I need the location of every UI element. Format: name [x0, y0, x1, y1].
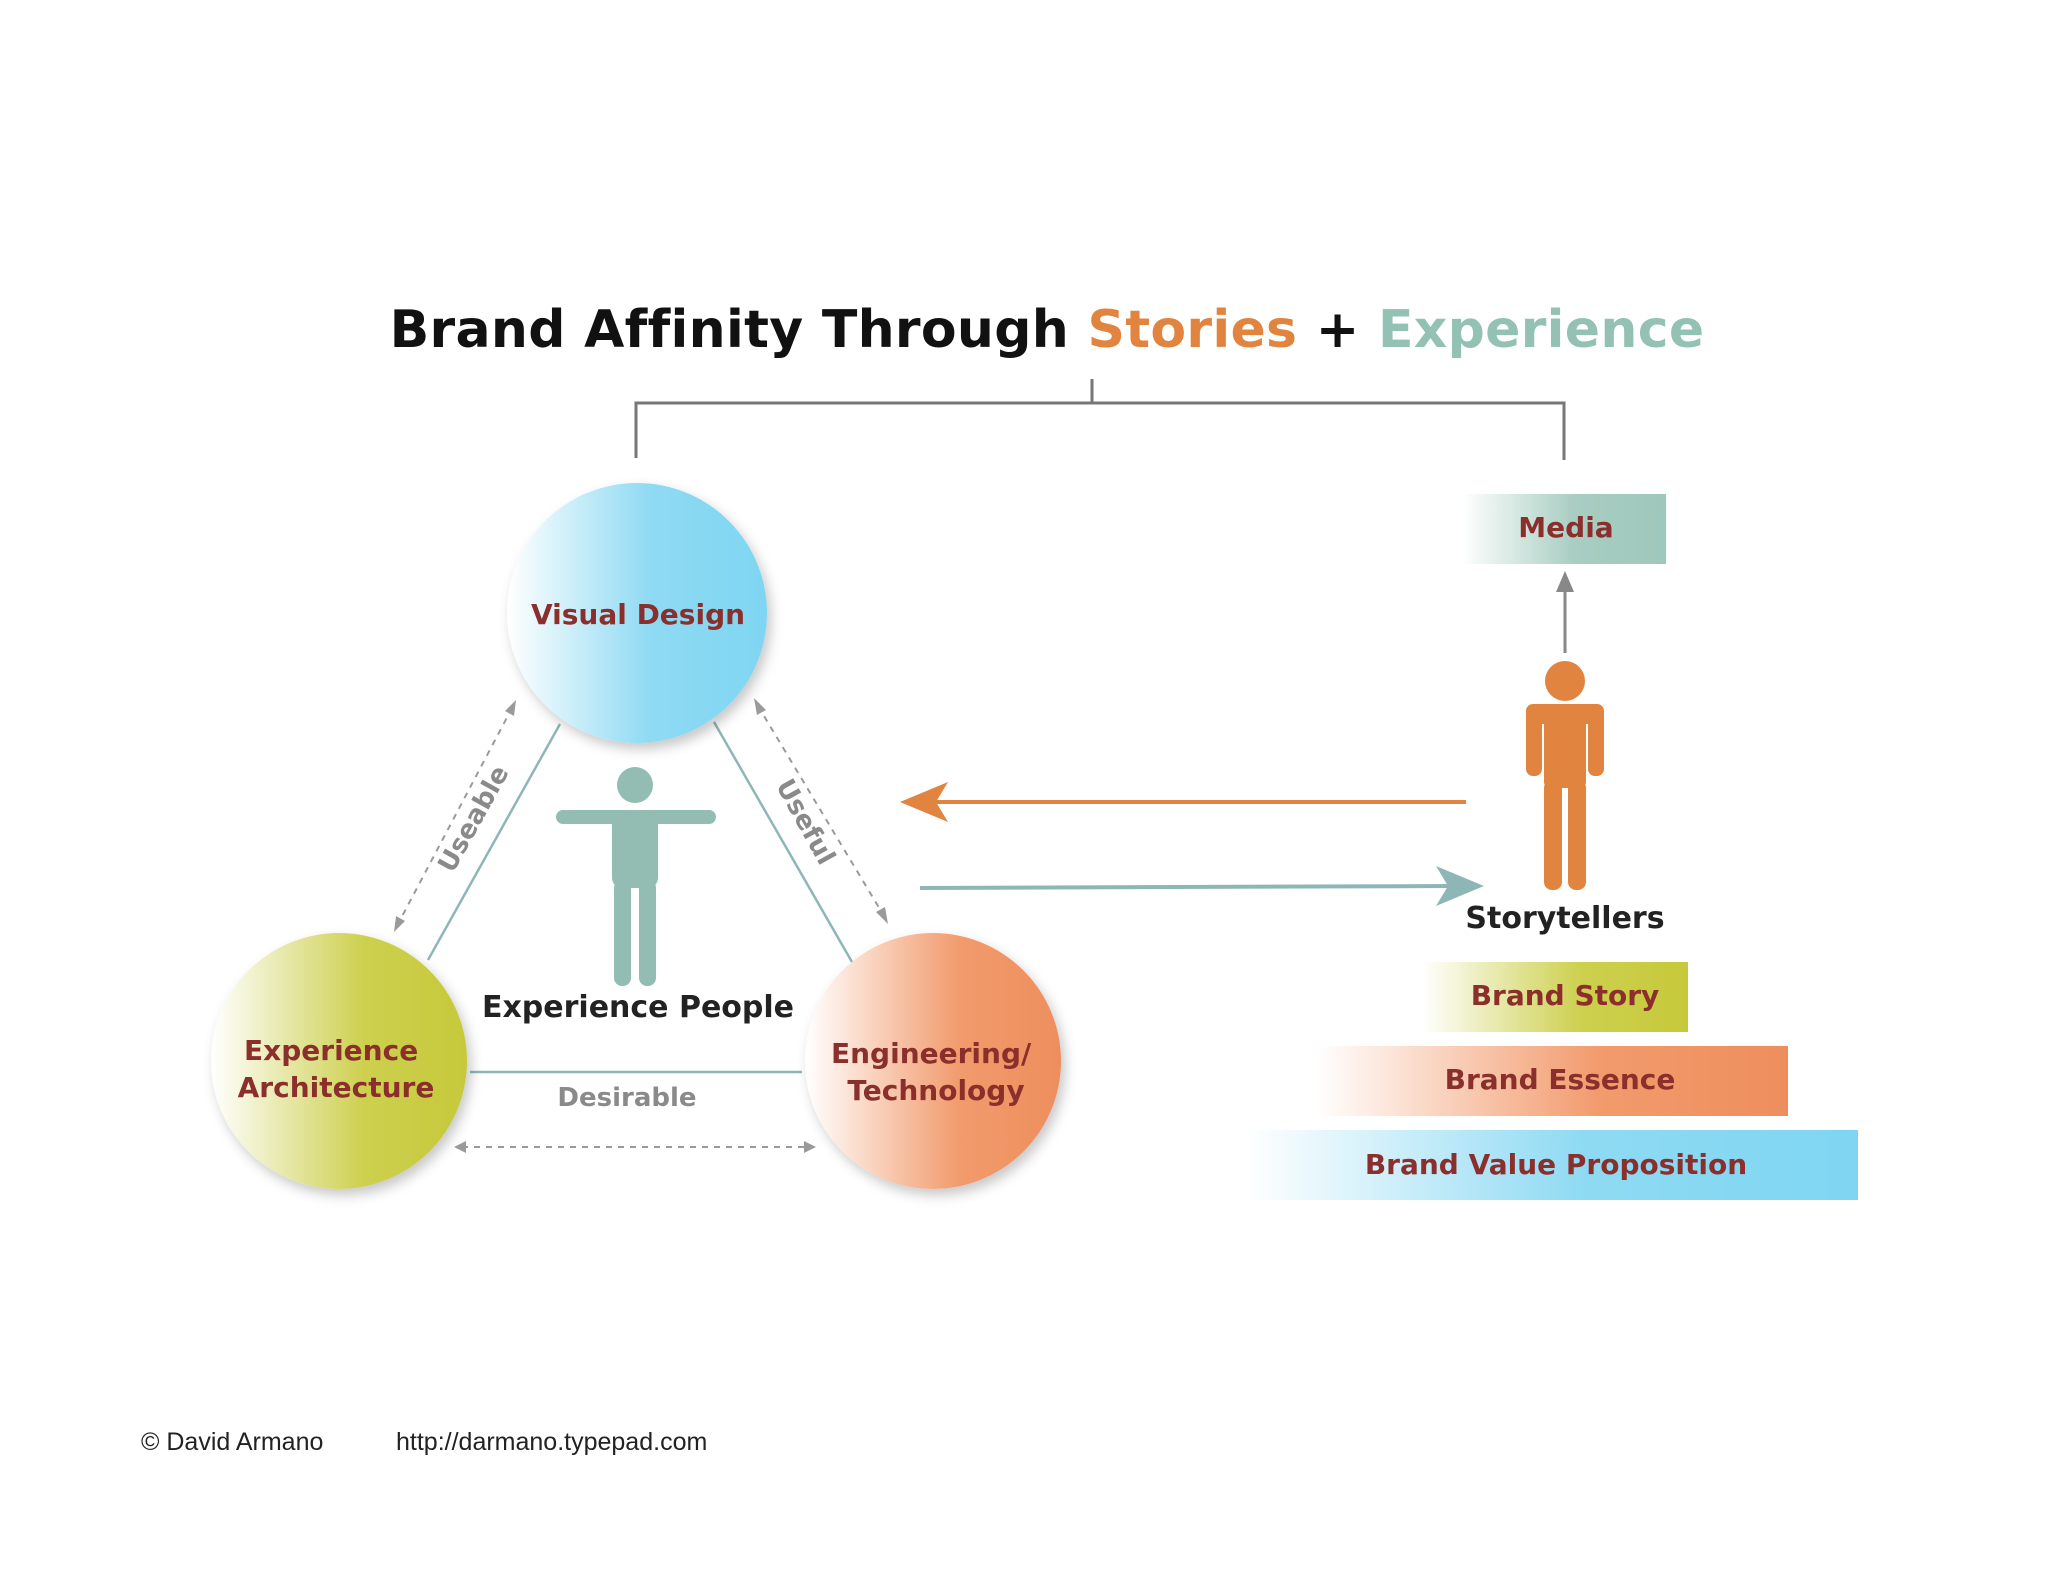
useable-label: Useable: [433, 761, 516, 878]
visual-design-label: Visual Design: [531, 598, 745, 631]
experience-architecture-line2: Architecture: [238, 1071, 435, 1104]
brand-story-bar: [1422, 962, 1688, 1032]
arrow-to-experience: [900, 782, 1466, 822]
brand-story-label: Brand Story: [1471, 979, 1660, 1012]
dashed-arrows: [397, 705, 885, 1148]
arrow-to-media: [1556, 571, 1574, 653]
arrow-to-storytellers: [919, 866, 1484, 906]
brand-essence-label: Brand Essence: [1445, 1063, 1676, 1096]
brand-value-proposition-label: Brand Value Proposition: [1365, 1148, 1747, 1181]
experience-architecture-line1: Experience: [244, 1034, 418, 1067]
top-bracket: [634, 379, 1566, 460]
experience-architecture-label: Experience Architecture: [238, 1034, 435, 1104]
storytellers-label: Storytellers: [1465, 901, 1664, 936]
dashed-arrowheads: [394, 698, 888, 1153]
experience-people-label: Experience People: [482, 990, 794, 1025]
useful-label: Useful: [769, 774, 840, 870]
desirable-label: Desirable: [557, 1083, 696, 1113]
copyright-text: © David Armano: [141, 1428, 324, 1456]
brand-value-proposition-bar: [1246, 1130, 1858, 1200]
engineering-line2: Technology: [847, 1074, 1024, 1107]
engineering-technology-label: Engineering/ Technology: [831, 1037, 1041, 1107]
triangle-lines: [426, 721, 854, 1074]
experience-architecture-circle: [211, 933, 467, 1189]
media-label: Media: [1518, 511, 1613, 544]
brand-essence-bar: [1316, 1046, 1788, 1116]
footer-url-link[interactable]: http://darmano.typepad.com: [396, 1428, 708, 1456]
experience-person-icon: [556, 767, 716, 986]
media-box: [1462, 494, 1666, 564]
engineering-line1: Engineering/: [831, 1037, 1032, 1070]
visual-design-circle: [507, 483, 767, 743]
engineering-technology-circle: [805, 933, 1061, 1189]
storyteller-icon: [1526, 661, 1604, 890]
